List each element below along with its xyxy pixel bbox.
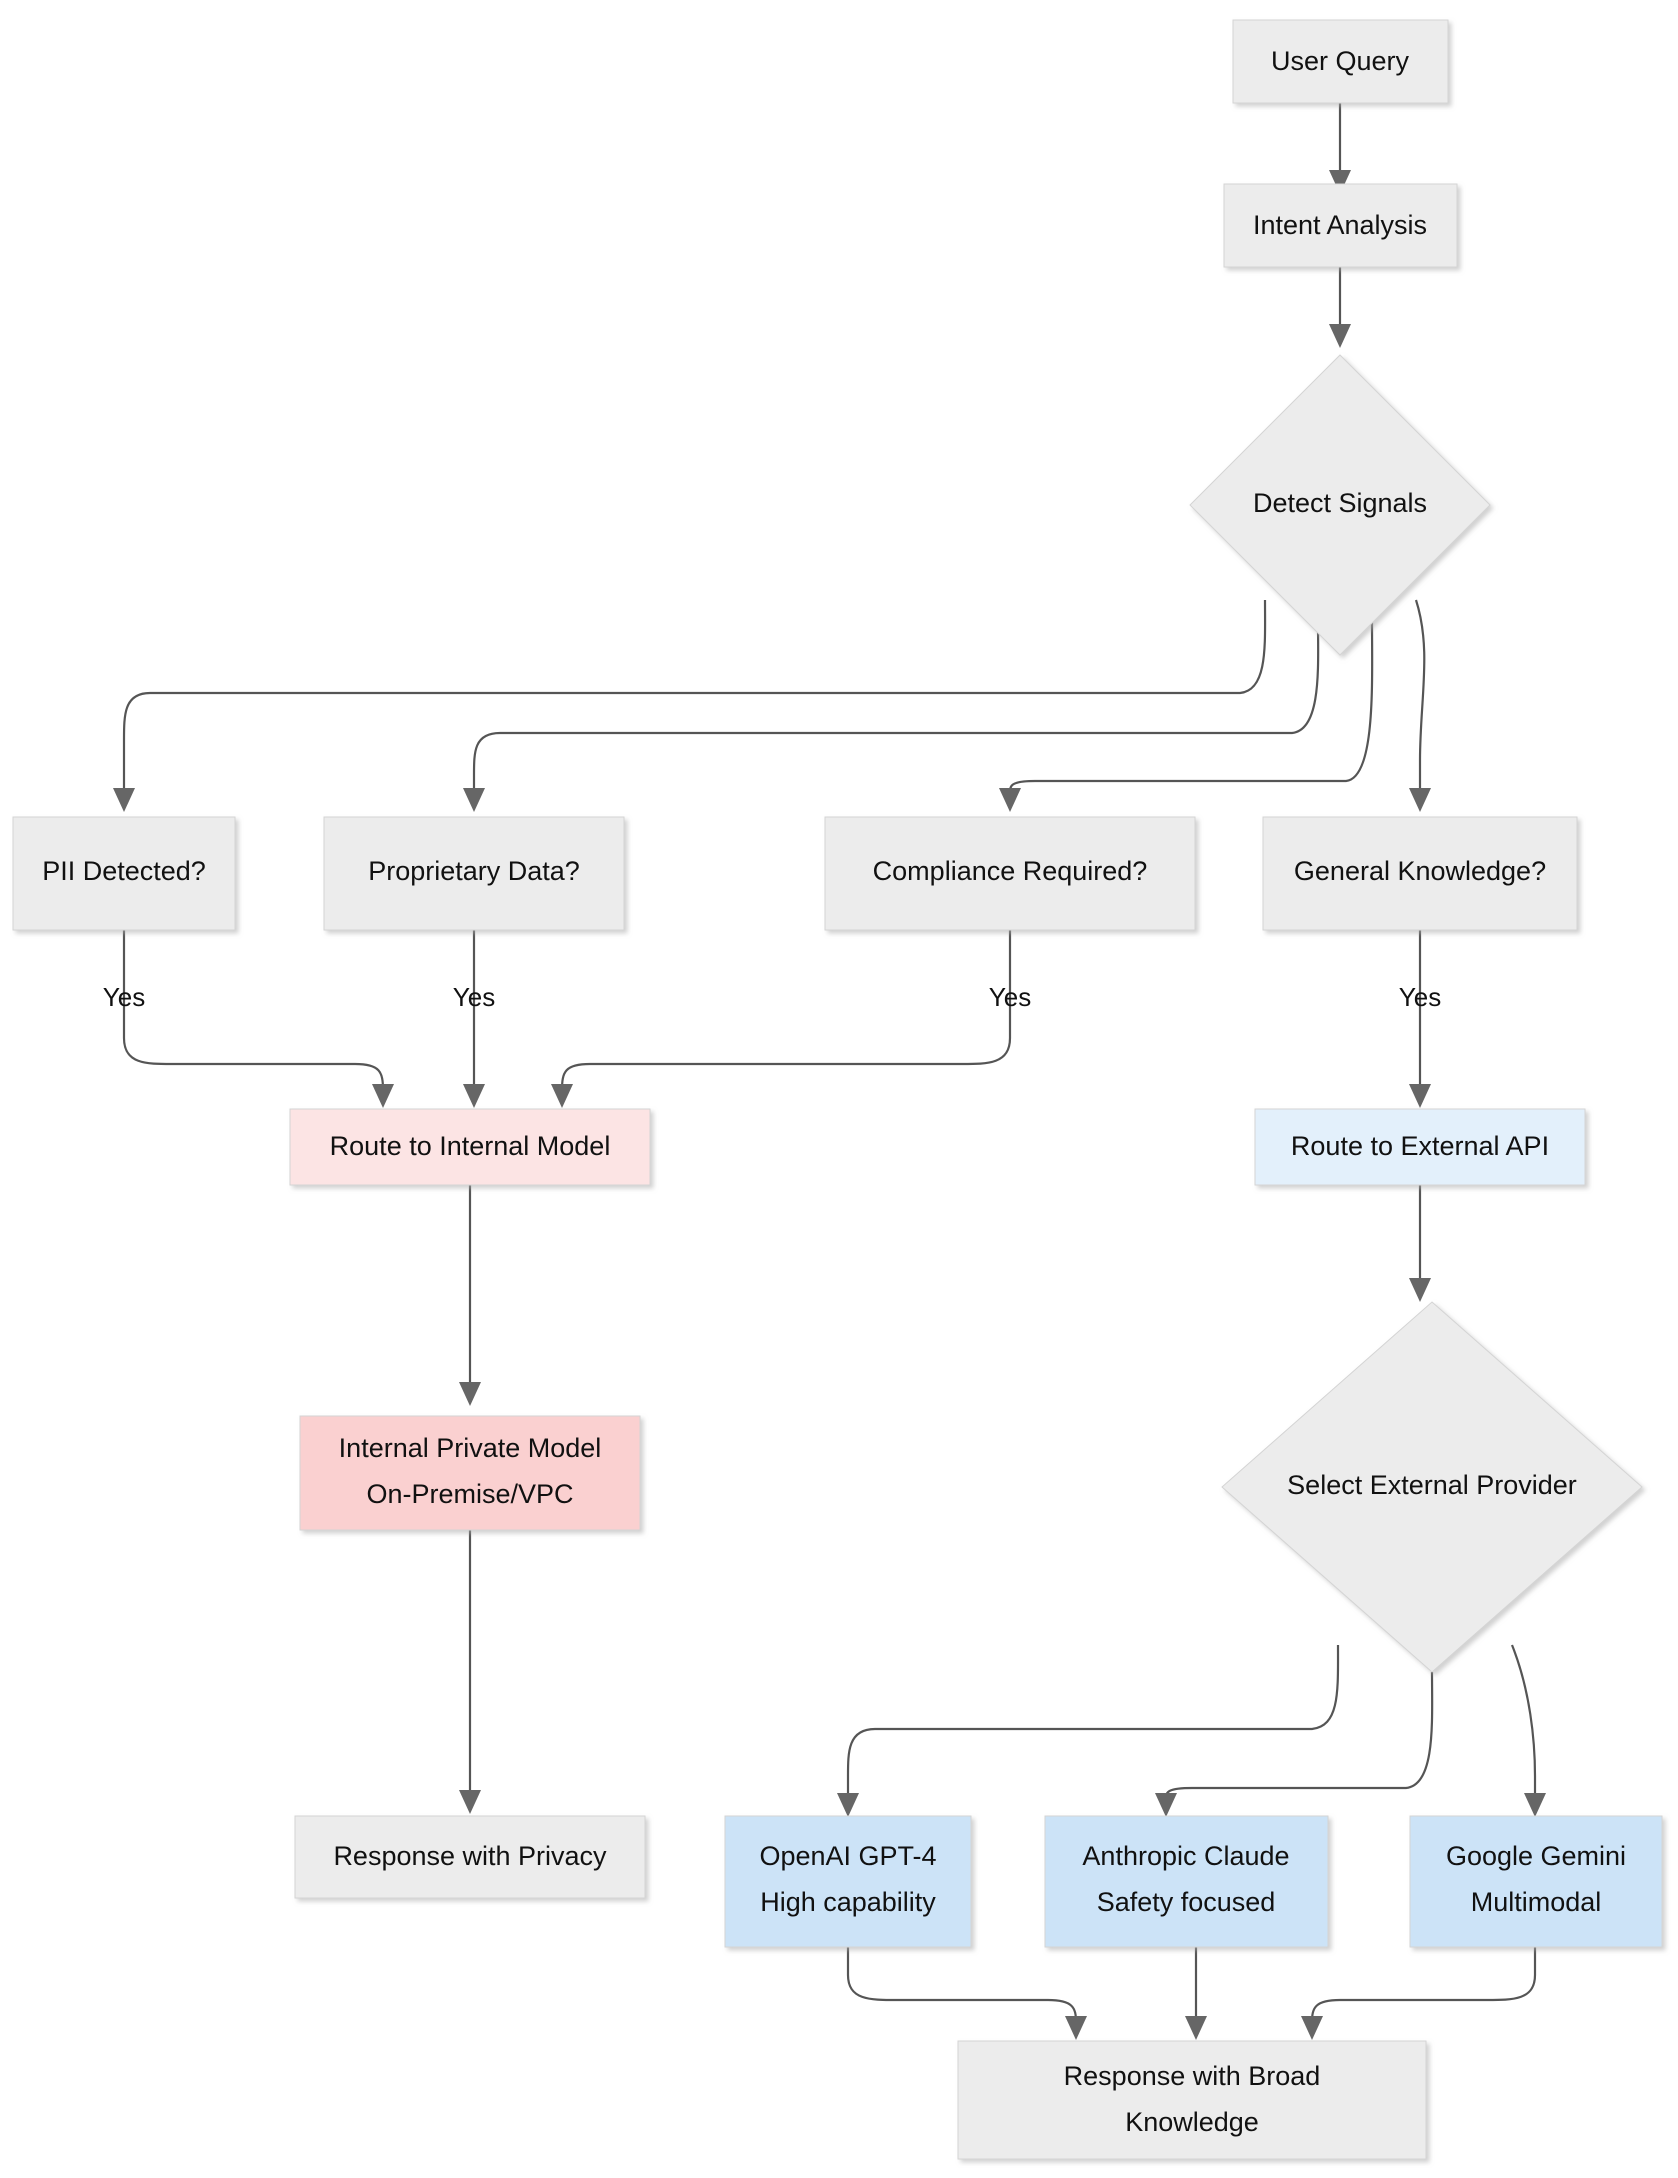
node-detect-signals-label: Detect Signals: [1253, 488, 1427, 518]
edge-label-general-yes: Yes: [1399, 982, 1441, 1012]
edge-layer: [113, 103, 1546, 2040]
edge-openai-to-response-broad: [846, 1947, 1087, 2040]
node-detect-signals[interactable]: Detect Signals: [1189, 354, 1491, 656]
node-response-with-privacy[interactable]: Response with Privacy: [294, 1815, 646, 1899]
node-route-to-external-api-label: Route to External API: [1291, 1131, 1549, 1161]
edge-intent-analysis-to-detect-signals: [1329, 267, 1351, 348]
edge-proprietary-to-route-internal: [463, 930, 485, 1108]
node-user-query[interactable]: User Query: [1232, 19, 1449, 104]
node-internal-private-model-label-line2: On-Premise/VPC: [366, 1479, 573, 1509]
node-route-to-internal-model-label: Route to Internal Model: [330, 1131, 611, 1161]
node-route-to-external-api[interactable]: Route to External API: [1254, 1108, 1586, 1186]
node-select-external-provider[interactable]: Select External Provider: [1221, 1301, 1643, 1673]
node-pii-detected[interactable]: PII Detected?: [12, 816, 236, 931]
node-pii-detected-label: PII Detected?: [42, 856, 206, 886]
node-compliance-required-label: Compliance Required?: [873, 856, 1148, 886]
edge-label-layer: Yes Yes Yes Yes: [103, 982, 1441, 1012]
edge-anthropic-to-response-broad: [1185, 1947, 1207, 2040]
node-internal-private-model-label-line1: Internal Private Model: [339, 1433, 602, 1463]
edge-detect-signals-to-compliance-required: [999, 621, 1374, 812]
node-google-gemini-label-line1: Google Gemini: [1446, 1841, 1626, 1871]
edge-route-external-to-select-provider: [1409, 1185, 1431, 1302]
edge-label-proprietary-yes: Yes: [453, 982, 495, 1012]
edge-general-to-route-external: [1409, 930, 1431, 1108]
node-response-with-privacy-label: Response with Privacy: [333, 1841, 607, 1871]
node-response-with-broad-knowledge-label-line1: Response with Broad: [1064, 2061, 1321, 2091]
node-intent-analysis[interactable]: Intent Analysis: [1223, 183, 1458, 268]
node-anthropic-claude-label-line1: Anthropic Claude: [1082, 1841, 1289, 1871]
node-google-gemini-label-line2: Multimodal: [1471, 1887, 1602, 1917]
edge-select-provider-to-anthropic: [1155, 1671, 1434, 1817]
node-intent-analysis-label: Intent Analysis: [1253, 210, 1427, 240]
node-google-gemini[interactable]: Google Gemini Multimodal: [1409, 1815, 1663, 1948]
node-general-knowledge-label: General Knowledge?: [1294, 856, 1546, 886]
edge-select-provider-to-gemini: [1510, 1644, 1546, 1817]
edge-pii-to-route-internal: [122, 930, 394, 1108]
edge-detect-signals-to-proprietary-data: [463, 621, 1320, 812]
node-layer: User Query Intent Analysis Detect Signal…: [12, 19, 1663, 2160]
edge-gemini-to-response-broad: [1301, 1947, 1537, 2040]
node-openai-gpt4[interactable]: OpenAI GPT-4 High capability: [724, 1815, 972, 1948]
edge-compliance-to-route-internal: [551, 930, 1012, 1108]
node-general-knowledge[interactable]: General Knowledge?: [1262, 816, 1578, 931]
edge-user-query-to-intent-analysis: [1329, 103, 1351, 194]
edge-route-internal-to-private-model: [459, 1185, 481, 1406]
node-response-with-broad-knowledge-label-line2: Knowledge: [1125, 2107, 1259, 2137]
edge-private-model-to-response-privacy: [459, 1530, 481, 1814]
edge-detect-signals-to-pii-detected: [113, 599, 1267, 812]
node-route-to-internal-model[interactable]: Route to Internal Model: [289, 1108, 651, 1186]
node-openai-gpt4-label-line1: OpenAI GPT-4: [759, 1841, 936, 1871]
edge-select-provider-to-openai: [837, 1644, 1340, 1817]
node-anthropic-claude-label-line2: Safety focused: [1097, 1887, 1276, 1917]
node-select-external-provider-label: Select External Provider: [1287, 1470, 1577, 1500]
node-proprietary-data[interactable]: Proprietary Data?: [323, 816, 625, 931]
edge-detect-signals-to-general-knowledge: [1409, 599, 1431, 812]
node-compliance-required[interactable]: Compliance Required?: [824, 816, 1196, 931]
node-response-with-broad-knowledge[interactable]: Response with Broad Knowledge: [957, 2040, 1427, 2160]
node-openai-gpt4-label-line2: High capability: [760, 1887, 936, 1917]
edge-label-compliance-yes: Yes: [989, 982, 1031, 1012]
node-proprietary-data-label: Proprietary Data?: [368, 856, 580, 886]
node-anthropic-claude[interactable]: Anthropic Claude Safety focused: [1044, 1815, 1329, 1948]
node-user-query-label: User Query: [1271, 46, 1410, 76]
node-internal-private-model[interactable]: Internal Private Model On-Premise/VPC: [299, 1415, 641, 1531]
edge-label-pii-yes: Yes: [103, 982, 145, 1012]
